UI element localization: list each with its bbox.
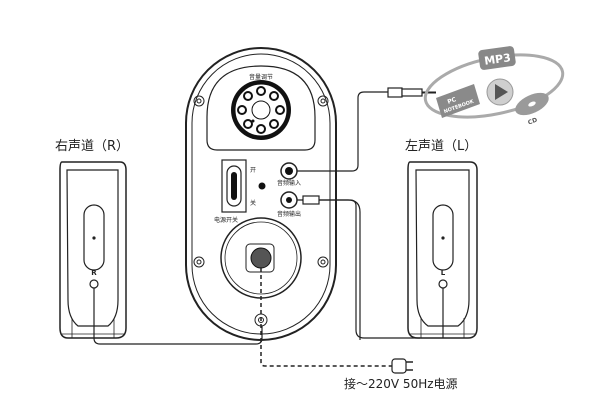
notebook-icon: PC NOTEBOOK [436,84,480,118]
audio-out-jack[interactable] [280,191,298,209]
power-indicator-led [258,182,266,190]
audio-out-label: 音频输出 [277,210,301,218]
right-speaker: R [59,161,127,339]
power-switch-label: 电源开关 [214,216,238,224]
cd-label: CD [527,117,538,127]
volume-knob[interactable] [231,80,291,140]
corner-screws [193,95,329,327]
pc-label: PC [446,96,457,106]
power-on-label: 开 [250,167,256,174]
right-mark-label: R [91,269,97,277]
audio-in-label: 音频输入 [277,179,301,187]
left-speaker: L [407,161,478,339]
audio-sources: MP3 PC NOTEBOOK CD [423,46,565,127]
left-channel-label: 左声道（L） [405,139,477,154]
cd-icon: CD [515,92,549,127]
right-channel-label: 右声道（R） [55,139,129,154]
audio-in-jack[interactable] [280,162,298,180]
power-cord [260,268,392,367]
power-switch[interactable] [221,159,247,213]
mp3-icon: MP3 [478,46,516,70]
power-cord-outlet [250,247,272,269]
subwoofer-unit: 音量调节 开 关 电源开关 [185,47,337,341]
play-icon [486,78,514,106]
power-off-label: 关 [250,199,256,207]
power-plug [391,358,413,374]
left-mark-label: L [441,269,446,277]
volume-label: 音量调节 [249,73,273,81]
mp3-label: MP3 [483,51,511,68]
power-source-label: 接～220V 50Hz电源 [344,376,458,391]
